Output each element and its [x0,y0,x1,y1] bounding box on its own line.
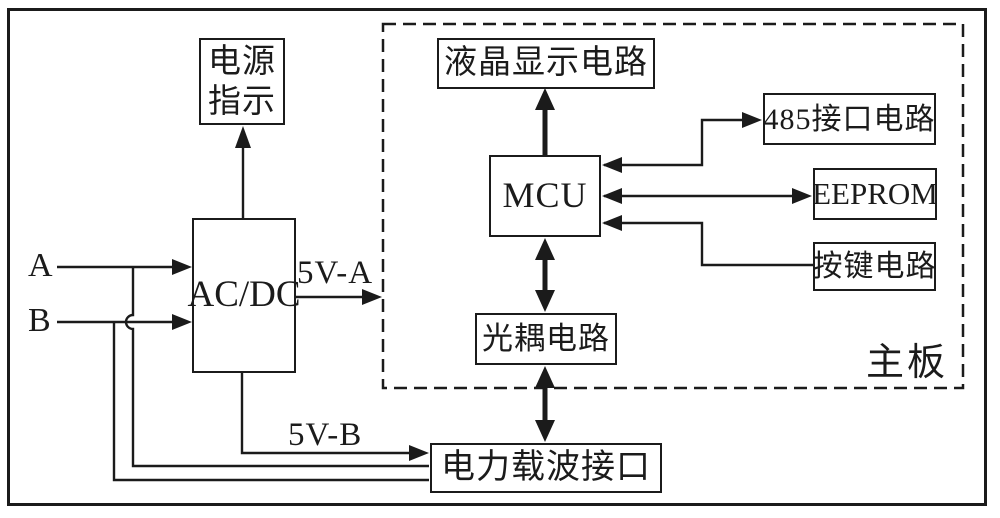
power-indicator-label-line1: 电源 [208,43,276,80]
outer-frame [7,8,987,506]
wire-b-branch [112,322,429,482]
power-indicator-label-line2: 指示 [208,83,276,120]
wire-mcu-rs485 [604,118,744,167]
wire-label-5v-a: 5V-A [297,255,374,291]
wire-label-5v-b: 5V-B [288,417,363,453]
block-optocoupler-circuit: 光耦电路 [475,313,617,365]
arrowhead-5va-into-board [362,289,382,305]
arrowhead-opto-into-mcu [535,238,555,260]
block-mcu: MCU [489,155,601,237]
mainboard-label: 主板 [866,342,949,384]
arrowhead-into-power-indicator [235,126,251,148]
arrowhead-into-rs485 [742,112,762,128]
wire-5vb [240,373,412,455]
input-a-label: A [28,247,54,284]
block-keypad-circuit: 按键电路 [813,242,936,291]
arrowhead-keypad-into-mcu [602,215,622,231]
block-rs485-interface-circuit: 485接口电路 [763,93,936,145]
block-power-indicator: 电源 指示 [199,38,285,125]
block-eeprom: EEPROM [812,168,938,220]
arrowhead-into-acdc-a [172,259,192,275]
arrowhead-opto-into-plc [535,420,555,442]
wire-keypad-mcu [604,221,813,267]
arrowhead-eeprom-into-mcu [602,188,622,204]
arrowhead-into-eeprom [792,188,812,204]
wire-a-branch-with-hop [124,267,429,468]
arrowhead-rs485-into-mcu [602,157,622,173]
block-power-line-carrier-interface: 电力载波接口 [430,443,662,493]
arrowhead-plc-into-opto [535,366,555,388]
arrowhead-into-acdc-b [172,314,192,330]
mainboard-dashed-border [381,22,965,390]
arrowhead-mcu-into-opto [535,290,555,312]
block-acdc: AC/DC [187,218,301,373]
block-lcd-display-circuit: 液晶显示电路 [437,38,655,89]
input-b-label: B [28,302,52,339]
arrowhead-5vb-into-plc [409,445,429,461]
arrowhead-into-lcd [535,88,555,110]
